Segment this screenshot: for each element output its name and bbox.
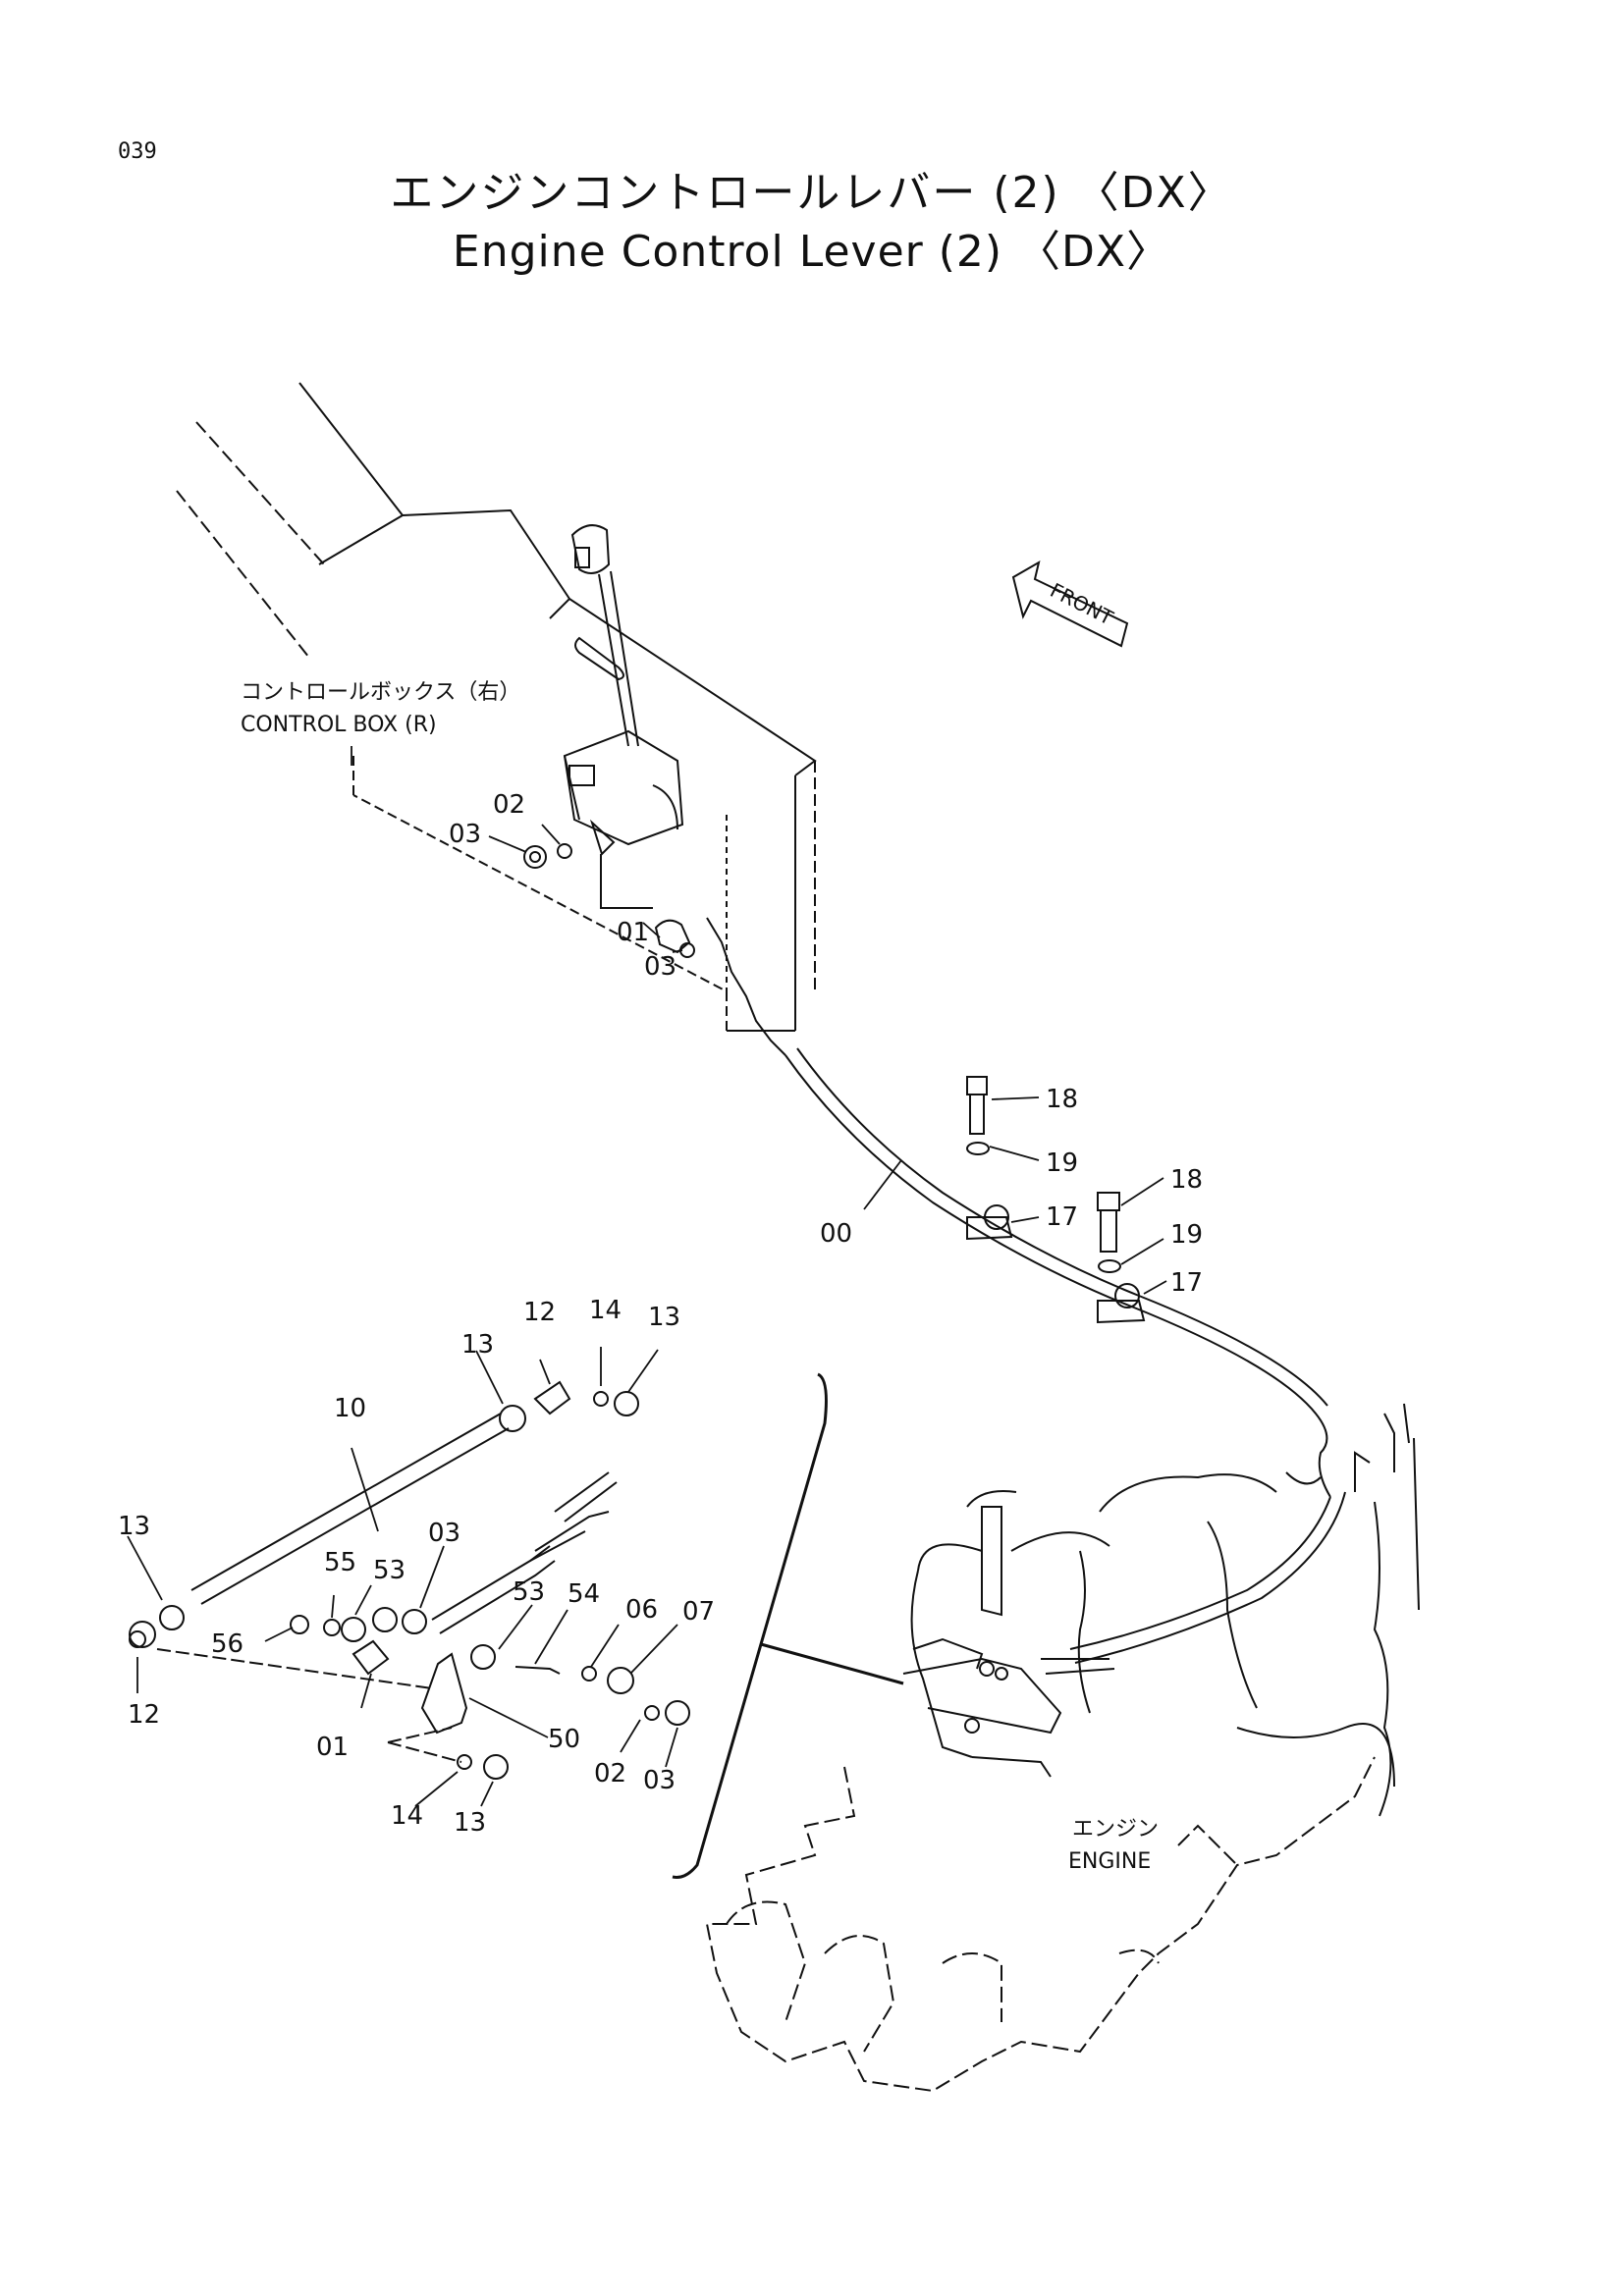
control-lever-drawing <box>563 524 684 856</box>
callout-13: 13 <box>648 1303 680 1332</box>
control-cable <box>706 917 1346 1664</box>
callout-03: 03 <box>428 1519 460 1548</box>
title-english: Engine Control Lever (2) 〈DX〉 <box>452 227 1171 277</box>
callout-19: 19 <box>1170 1220 1203 1250</box>
callout-54: 54 <box>568 1579 600 1609</box>
engine-label-en: ENGINE <box>1068 1849 1151 1874</box>
callout-10: 10 <box>334 1394 366 1423</box>
callout-17: 17 <box>1046 1202 1078 1232</box>
washer-02-top <box>557 843 572 859</box>
clamp-17-a <box>966 1204 1013 1241</box>
callout-14: 14 <box>589 1296 622 1325</box>
bracket-lines <box>600 854 653 909</box>
control-box-label-en: CONTROL BOX (R) <box>241 713 437 737</box>
clamp-17-b <box>1097 1283 1146 1324</box>
part-callouts: 02 03 01 03 18 19 17 00 18 19 17 12 14 1… <box>118 790 1203 1838</box>
detail-leader <box>760 1642 904 1685</box>
nut-03-top <box>523 845 547 869</box>
callout-53: 53 <box>513 1577 545 1607</box>
control-box-drawing <box>352 597 817 1032</box>
callout-12: 12 <box>523 1298 556 1327</box>
bolt-18-b <box>1097 1192 1120 1253</box>
callout-07: 07 <box>682 1597 715 1627</box>
front-arrow <box>1011 560 1129 648</box>
callout-13: 13 <box>454 1808 486 1838</box>
detail-small-parts <box>129 1380 690 1780</box>
callout-01: 01 <box>316 1733 349 1762</box>
cab-outline <box>176 382 570 659</box>
callout-55: 55 <box>324 1548 356 1577</box>
rod-10 <box>190 1413 510 1605</box>
engine-drawing <box>902 1403 1420 1817</box>
engine-outline-dashed <box>705 1756 1376 2093</box>
bolt-18-a <box>966 1076 988 1135</box>
callout-53: 53 <box>373 1556 406 1585</box>
callout-56: 56 <box>211 1629 243 1659</box>
callout-03: 03 <box>643 1766 676 1795</box>
washer-19-a <box>966 1142 990 1155</box>
callout-12: 12 <box>128 1700 160 1730</box>
detail-centerlines <box>156 1648 462 1763</box>
callout-14: 14 <box>391 1801 423 1831</box>
title-japanese: エンジンコントロールレバー (2) 〈DX〉 <box>390 168 1233 218</box>
callout-00: 00 <box>820 1219 852 1249</box>
callout-02: 02 <box>493 790 525 820</box>
callout-19: 19 <box>1046 1148 1078 1178</box>
callout-03: 03 <box>449 820 481 849</box>
page-number: 039 <box>118 139 157 164</box>
callout-02: 02 <box>594 1759 626 1789</box>
callout-01: 01 <box>617 918 649 947</box>
callout-50: 50 <box>548 1725 580 1754</box>
callout-03: 03 <box>644 952 676 982</box>
control-box-label-jp: コントロールボックス（右） <box>241 680 520 705</box>
engine-label-jp: エンジン <box>1072 1817 1159 1842</box>
callout-18: 18 <box>1170 1165 1203 1195</box>
callout-17: 17 <box>1170 1268 1203 1298</box>
washer-19-b <box>1098 1259 1121 1273</box>
leader-lines <box>127 746 1167 1807</box>
callout-06: 06 <box>625 1595 658 1625</box>
front-label: FRONT <box>1047 578 1117 630</box>
callout-13: 13 <box>118 1512 150 1541</box>
callout-18: 18 <box>1046 1085 1078 1114</box>
callout-13: 13 <box>461 1330 494 1360</box>
